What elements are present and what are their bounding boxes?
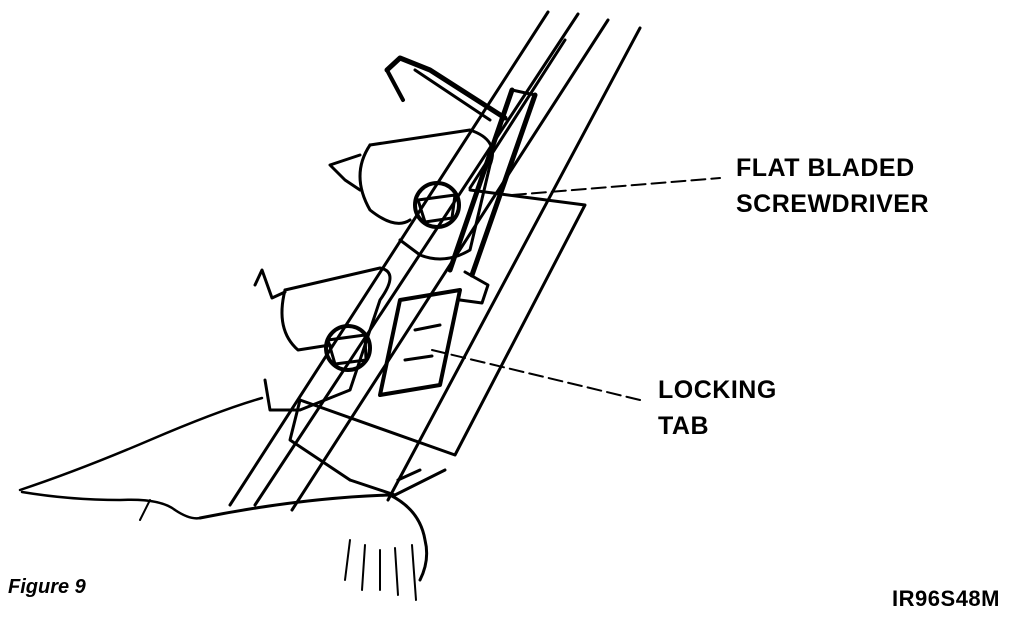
figure-caption: Figure 9 (8, 576, 86, 598)
upper-pivot (328, 128, 494, 261)
callout-line-1: FLAT BLADED (736, 154, 915, 182)
l-hook (384, 55, 508, 122)
callout-locking-tab: LOCKING TAB (658, 372, 777, 444)
bracket-plate (288, 188, 587, 497)
callout-line-2: SCREWDRIVER (736, 190, 930, 218)
hand-and-body (18, 396, 429, 601)
figure-code: IR96S48M (892, 586, 1000, 611)
locking-tab-shape (378, 270, 490, 397)
lower-pivot (253, 266, 392, 412)
leader-lines (431, 177, 721, 401)
callout-line-2: TAB (658, 412, 710, 440)
callout-flat-bladed-screwdriver: FLAT BLADED SCREWDRIVER (736, 150, 929, 222)
flat-bladed-screwdriver (447, 87, 538, 278)
callout-line-1: LOCKING (658, 376, 777, 404)
